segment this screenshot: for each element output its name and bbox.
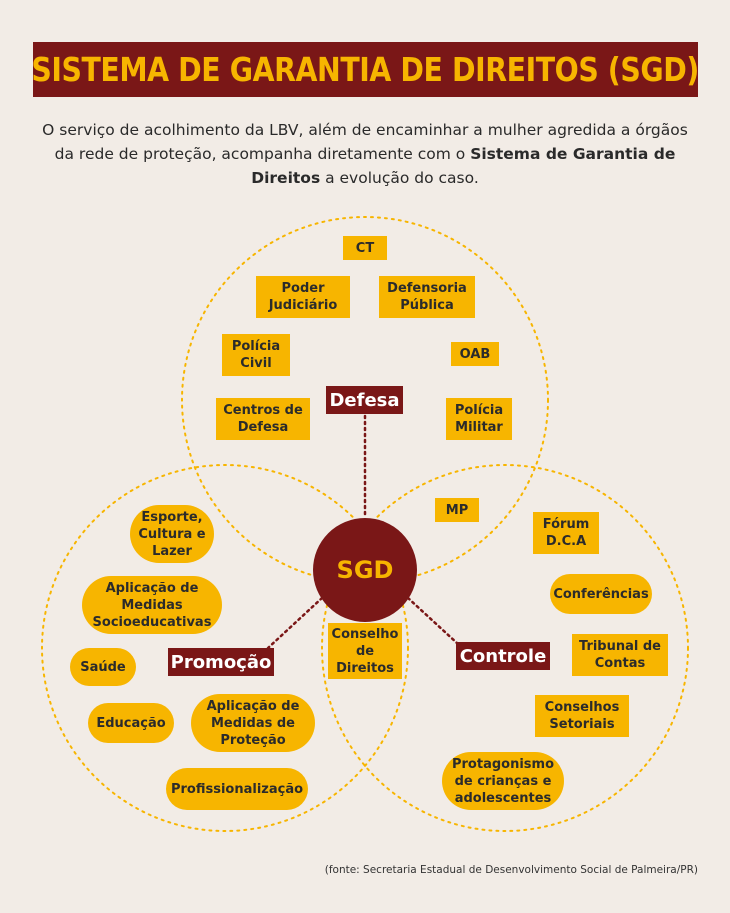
page-title: SISTEMA DE GARANTIA DE DIREITOS (SGD)	[31, 50, 700, 89]
intro-part2: a evolução do caso.	[320, 169, 479, 187]
group-label-controle: Controle	[456, 642, 550, 670]
node-mp: MP	[435, 498, 479, 522]
connector-controle	[406, 596, 460, 646]
promocao-circle	[41, 464, 409, 832]
node-oab: OAB	[451, 342, 499, 366]
node-educacao: Educação	[88, 703, 174, 743]
node-aplicacao-protecao: Aplicação de Medidas de Proteção	[191, 694, 315, 752]
connector-promocao	[266, 596, 324, 650]
sgd-center-circle: SGD	[313, 518, 417, 622]
intro-bold: Sistema de Garantia de Direitos	[251, 145, 676, 187]
source-note: (fonte: Secretaria Estadual de Desenvolv…	[324, 864, 698, 876]
node-saude: Saúde	[70, 648, 136, 686]
group-label-promocao: Promoção	[168, 648, 274, 676]
node-forum: Fórum D.C.A	[533, 512, 599, 554]
node-protagonismo: Protagonismo de crianças e adolescentes	[442, 752, 564, 810]
node-policia-militar: Polícia Militar	[446, 398, 512, 440]
node-conferencias: Conferências	[550, 574, 652, 614]
node-ct: CT	[343, 236, 387, 260]
node-conselho-direitos: Conselho de Direitos	[328, 623, 402, 679]
node-esporte: Esporte, Cultura e Lazer	[130, 505, 214, 563]
node-aplicacao-socio: Aplicação de Medidas Socioeducativas	[82, 576, 222, 634]
node-profissionalizacao: Profissionalização	[166, 768, 308, 810]
intro-text: O serviço de acolhimento da LBV, além de…	[40, 118, 690, 190]
node-policia-civil: Polícia Civil	[222, 334, 290, 376]
controle-circle	[321, 464, 689, 832]
node-defensoria: Defensoria Pública	[379, 276, 475, 318]
node-conselhos: Conselhos Setoriais	[535, 695, 629, 737]
group-label-defesa: Defesa	[326, 386, 403, 414]
node-centros-defesa: Centros de Defesa	[216, 398, 310, 440]
node-tribunal: Tribunal de Contas	[572, 634, 668, 676]
node-poder-judiciario: Poder Judiciário	[256, 276, 350, 318]
title-banner: SISTEMA DE GARANTIA DE DIREITOS (SGD)	[31, 42, 700, 97]
intro-part1: O serviço de acolhimento da LBV, além de…	[42, 121, 688, 163]
